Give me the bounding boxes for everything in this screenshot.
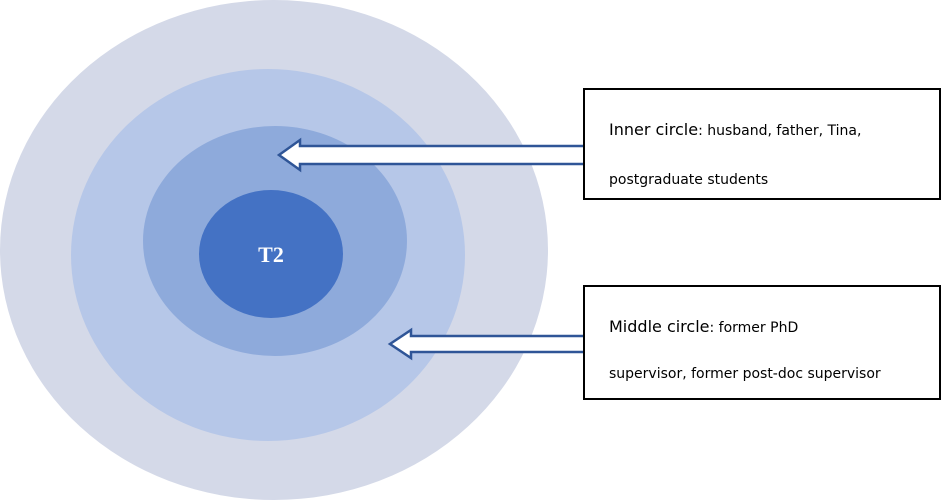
middle-circle-heading: Middle circle [609, 317, 710, 336]
center-label: T2 [258, 242, 284, 267]
middle-circle-text-2: supervisor, former post-doc supervisor [609, 366, 881, 382]
inner-circle-arrow [276, 137, 587, 173]
inner-core [199, 190, 343, 318]
middle-circle-callout: Middle circle: former PhD supervisor, fo… [583, 285, 941, 400]
inner-circle-callout: Inner circle: husband, father, Tina, pos… [583, 88, 941, 200]
middle-callout-line-1: Middle circle: former PhD [609, 317, 798, 336]
middle-circle-arrow [387, 327, 587, 361]
middle-circle-text-1: : former PhD [709, 320, 799, 336]
inner-circle-text-1: : husband, father, Tina, [698, 123, 862, 139]
inner-callout-line-1: Inner circle: husband, father, Tina, [609, 120, 861, 139]
inner-circle-text-2: postgraduate students [609, 172, 769, 188]
inner-circle-heading: Inner circle [609, 120, 699, 139]
